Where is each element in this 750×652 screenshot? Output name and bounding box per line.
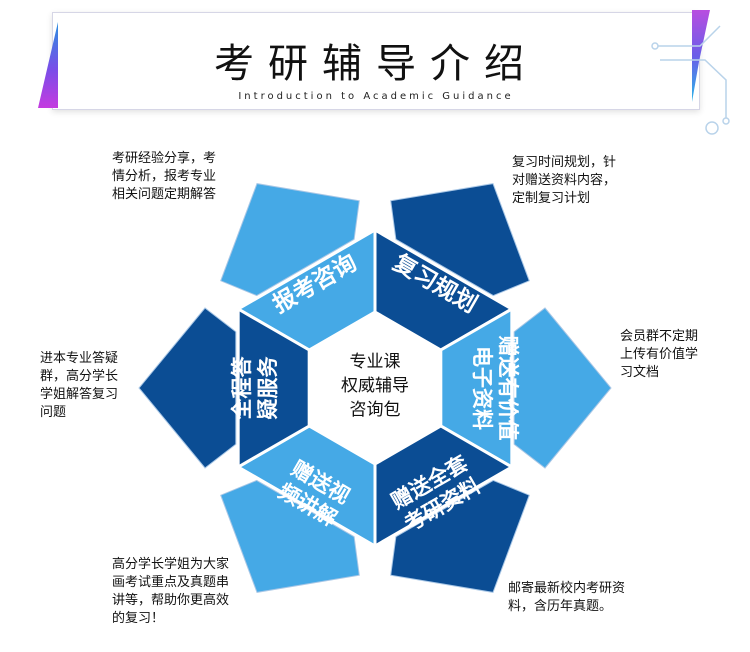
desc-bottom-left: 高分学长学姐为大家 画考试重点及真题串 讲等，帮助你更高效 的复习！ — [112, 556, 229, 628]
desc-line: 情分析，报考专业 — [112, 169, 217, 184]
arrow-video — [220, 479, 360, 593]
segment-label-qa: 全程答疑服务 — [230, 356, 280, 421]
desc-line: 上传有价值学 — [620, 347, 699, 362]
circuit-decoration — [651, 25, 730, 135]
desc-line: 相关问题定期解答 — [112, 187, 217, 202]
desc-line: 的复习！ — [112, 611, 165, 626]
arrow-full-materials — [390, 479, 530, 593]
desc-line: 进本专业答疑 — [40, 351, 119, 366]
desc-line: 讲等，帮助你更高效 — [112, 593, 230, 608]
desc-line: 问题 — [40, 405, 67, 420]
arrow-e-materials — [513, 307, 612, 469]
title-banner: 考研辅导介绍 Introduction to Academic Guidance — [52, 12, 700, 110]
page-title: 考研辅导介绍 — [214, 41, 538, 87]
desc-line: 习文档 — [620, 365, 660, 380]
desc-left: 进本专业答疑 群，高分学长 学姐解答复习 问题 — [40, 350, 118, 422]
arrow-consult — [220, 183, 360, 297]
center-line: 咨询包 — [349, 400, 401, 420]
desc-line: 定制复习计划 — [512, 191, 591, 206]
desc-line: 料，含历年真题。 — [508, 599, 613, 614]
center-line: 权威辅导 — [341, 376, 409, 396]
desc-line: 会员群不定期 — [620, 329, 699, 344]
center-label: 专业课 权威辅导 咨询包 — [326, 350, 424, 422]
desc-line: 复习时间规划，针 — [512, 155, 617, 170]
desc-line: 邮寄最新校内考研资 — [508, 581, 626, 596]
center-line: 专业课 — [349, 352, 401, 372]
desc-line: 群，高分学长 — [40, 369, 119, 384]
desc-line: 高分学长学姐为大家 — [112, 557, 230, 572]
arrow-layer — [138, 183, 612, 593]
desc-top-right: 复习时间规划，针 对赠送资料内容， 定制复习计划 — [512, 154, 616, 208]
segment-label-e-materials: 赠送有价值电子资料 — [470, 336, 520, 441]
page-subtitle: Introduction to Academic Guidance — [238, 91, 514, 102]
segment-layer — [235, 227, 515, 549]
desc-top-left: 考研经验分享，考 情分析，报考专业 相关问题定期解答 — [112, 150, 216, 204]
arrow-qa — [138, 307, 237, 469]
desc-line: 学姐解答复习 — [40, 387, 119, 402]
desc-bottom-right: 邮寄最新校内考研资 料，含历年真题。 — [508, 580, 625, 616]
desc-right: 会员群不定期 上传有价值学 习文档 — [620, 328, 698, 382]
arrow-plan — [390, 183, 530, 297]
center-hexagon — [309, 312, 441, 464]
desc-line: 画考试重点及真题串 — [112, 575, 230, 590]
desc-line: 考研经验分享，考 — [112, 151, 217, 166]
desc-line: 对赠送资料内容， — [512, 173, 617, 188]
